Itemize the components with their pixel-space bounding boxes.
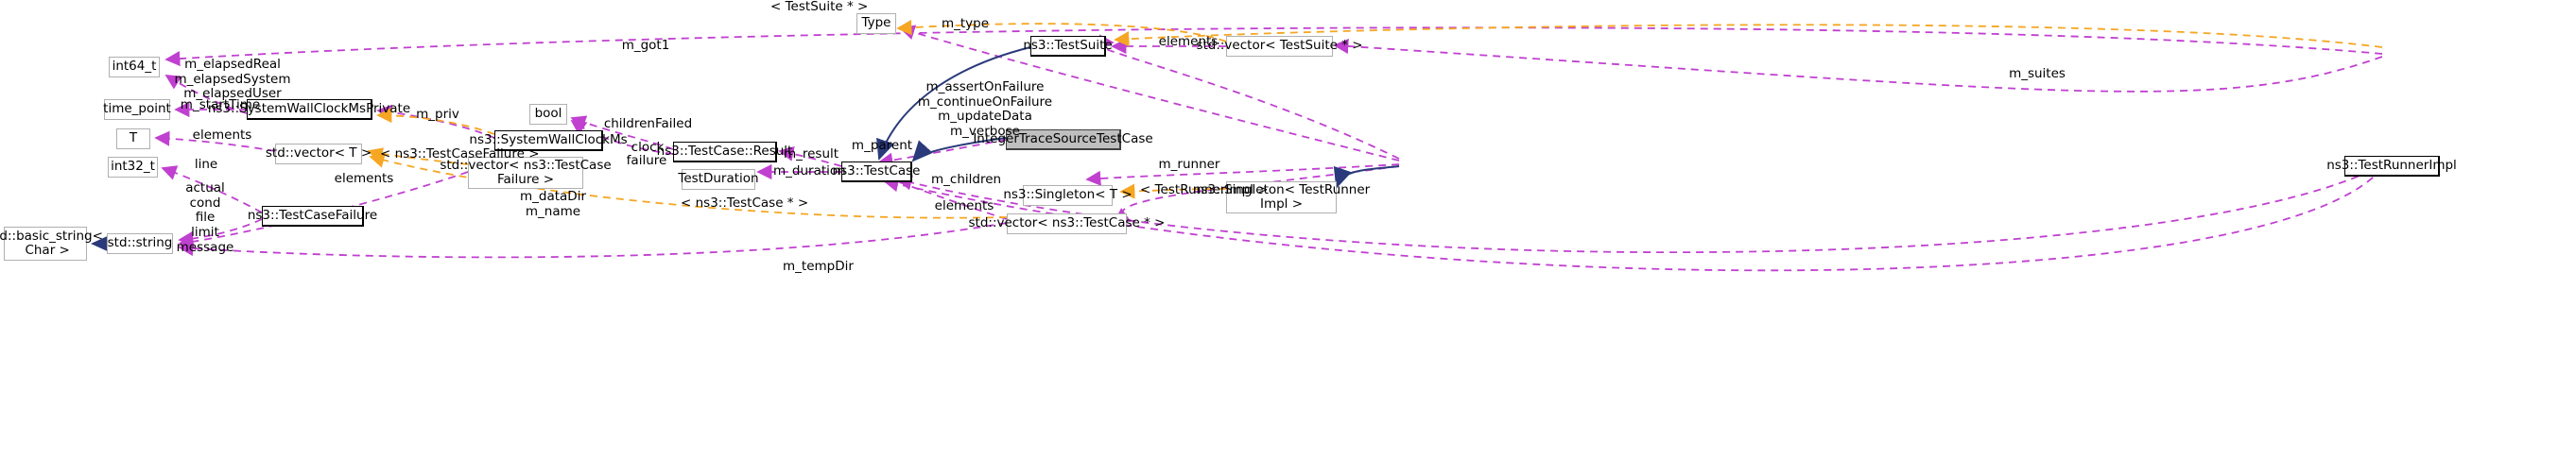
node-bool[interactable]: bool <box>529 104 567 125</box>
edge-label-failure: failure <box>626 153 667 168</box>
node-ns3-systemwallclockmsprivate[interactable]: ns3::SystemWallClockMsPrivate <box>208 99 410 120</box>
edge-label-m-got1: m_got1 <box>621 38 670 53</box>
edge-label-assert-flags: m_assertOnFailure m_continueOnFailure m_… <box>917 79 1053 139</box>
node-std-vector-testsuite-ptr[interactable]: std::vector< TestSuite * > <box>1196 36 1363 57</box>
edge-label-clock: clock <box>631 140 665 155</box>
edge-label-m-priv: m_priv <box>416 107 459 122</box>
edge-label-childrenfailed: childrenFailed <box>603 116 693 131</box>
node-ns3-testcase-result[interactable]: ns3::TestCase::Result <box>657 142 792 162</box>
node-std-vector-testcasefailure[interactable]: std::vector< ns3::TestCase Failure > <box>440 157 612 189</box>
edge-label-datadir-name: m_dataDir m_name <box>519 189 586 219</box>
node-integertracesourcetestcase[interactable]: IntegerTraceSourceTestCase <box>973 129 1153 150</box>
edge-label-elements-t: elements <box>192 128 252 143</box>
edge-label-elapsed: m_elapsedReal m_elapsedSystem m_elapsedU… <box>174 57 291 102</box>
node-ns3-testcasefailure[interactable]: ns3::TestCaseFailure <box>248 206 377 227</box>
node-std-vector-testcase-ptr[interactable]: std::vector< ns3::TestCase * > <box>969 213 1165 234</box>
edge-label-elements-testcase: elements <box>934 198 994 213</box>
node-ns3-systemwallclockms[interactable]: ns3::SystemWallClockMs <box>469 130 628 151</box>
edge-label-m-duration: m_duration <box>773 163 846 178</box>
edge-label-m-children: m_children <box>931 172 1002 187</box>
edge-label-m-suites: m_suites <box>2009 66 2066 81</box>
edge-label-m-runner: m_runner <box>1158 157 1220 172</box>
edge-label-template-testcasefailure: < ns3::TestCaseFailure > <box>380 146 540 162</box>
node-ns3-testrunnerimpl[interactable]: ns3::TestRunnerImpl <box>2326 156 2457 177</box>
edge-label-m-tempdir: m_tempDir <box>783 259 854 274</box>
edge-label-testcasefailure-fields: actual cond file limit message <box>176 180 234 255</box>
edge-label-line: line <box>194 157 218 172</box>
edge-label-template-testcase-ptr: < ns3::TestCase * > <box>681 196 809 211</box>
node-std-basic-string[interactable]: std::basic_string< Char > <box>0 227 103 261</box>
node-std-string[interactable]: std::string <box>107 233 173 254</box>
node-testduration[interactable]: TestDuration <box>678 169 759 190</box>
node-ns3-testcase[interactable]: ns3::TestCase <box>833 162 920 182</box>
edge-label-start-time: m_startTime <box>180 97 261 112</box>
edge-label-m-type: m_type <box>941 16 990 31</box>
edge-label-template-testrunnerimpl: < TestRunnerImpl > <box>1140 182 1269 197</box>
node-type[interactable]: Type <box>856 13 896 34</box>
node-int32-t[interactable]: int32_t <box>108 157 158 178</box>
node-ns3-testsuite[interactable]: ns3::TestSuite <box>1023 36 1113 57</box>
node-std-vector-T[interactable]: std::vector< T > <box>266 144 372 164</box>
node-ns3-singleton-T[interactable]: ns3::Singleton< T > <box>1003 185 1132 206</box>
node-time-point[interactable]: time_point <box>103 99 171 120</box>
edge-label-m-parent: m_parent <box>851 138 913 153</box>
node-int64-t[interactable]: int64_t <box>109 57 160 77</box>
edge-label-m-result: m_result <box>783 146 839 162</box>
edge-label-elements-testsuite: elements <box>1158 34 1219 49</box>
edge-label-template-testsuite-ptr: < TestSuite * > <box>770 0 869 14</box>
edge-label-elements-testcasefailure: elements <box>334 171 394 186</box>
node-T[interactable]: T <box>116 128 150 149</box>
